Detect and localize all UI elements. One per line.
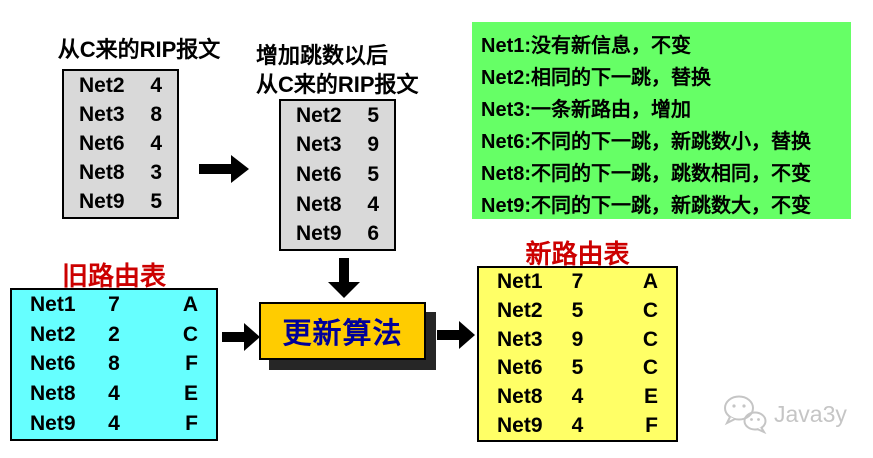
old-routing-table: Net1 7 A Net2 2 C Net6 8 F Net8 4 E Net9… <box>10 288 218 441</box>
arrow-right-icon <box>437 321 475 349</box>
table-row: Net1 7 A <box>479 270 676 294</box>
update-algorithm-box: 更新算法 <box>259 302 426 360</box>
next-hop-cell: C <box>182 322 198 346</box>
net-cell: Net9 <box>79 190 125 214</box>
table-row: Net8 4 E <box>479 385 676 409</box>
hops-cell: 9 <box>571 327 584 351</box>
wechat-icon <box>724 395 767 434</box>
net-cell: Net8 <box>30 382 76 406</box>
table-row: Net2 4 <box>64 74 177 98</box>
rule-line: Net9:不同的下一跳，新跳数大，不变 <box>481 194 812 217</box>
hops-cell: 4 <box>367 192 379 216</box>
rip-incremented-title: 增加跳数以后 从C来的RIP报文 <box>256 41 471 99</box>
net-cell: Net6 <box>497 356 543 380</box>
net-cell: Net2 <box>79 73 125 97</box>
new-routing-table: Net1 7 A Net2 5 C Net3 9 C Net6 5 C Net8… <box>477 266 678 442</box>
table-row: Net8 3 <box>64 161 177 185</box>
rule-line: Net1:没有新信息，不变 <box>481 34 692 57</box>
hops-cell: 8 <box>108 352 120 376</box>
rip-from-c-title: 从C来的RIP报文 <box>57 37 221 62</box>
table-row: Net3 8 <box>64 103 177 127</box>
next-hop-cell: F <box>185 412 198 436</box>
net-cell: Net6 <box>296 162 342 186</box>
table-row: Net6 5 C <box>479 356 676 380</box>
hops-cell: 4 <box>571 413 584 437</box>
hops-cell: 9 <box>367 133 379 157</box>
rule-line: Net2:相同的下一跳，替换 <box>481 66 712 89</box>
arrow-right-icon <box>199 155 249 183</box>
hops-cell: 4 <box>108 382 120 406</box>
net-cell: Net9 <box>497 413 543 437</box>
net-cell: Net1 <box>497 270 543 294</box>
table-row: Net1 7 A <box>12 293 216 317</box>
hops-cell: 8 <box>150 102 162 126</box>
next-hop-cell: C <box>642 356 658 380</box>
next-hop-cell: A <box>642 270 658 294</box>
rule-line: Net8:不同的下一跳，跳数相同，不变 <box>481 162 812 185</box>
net-cell: Net2 <box>296 103 342 127</box>
hops-cell: 4 <box>108 412 120 436</box>
net-cell: Net6 <box>30 352 76 376</box>
arrow-down-icon <box>328 258 360 298</box>
table-row: Net2 5 C <box>479 299 676 323</box>
next-hop-cell: C <box>642 298 658 322</box>
table-row: Net2 5 <box>281 104 394 128</box>
next-hop-cell: F <box>645 413 658 437</box>
table-row: Net2 2 C <box>12 323 216 347</box>
new-routing-table-title: 新路由表 <box>525 239 630 269</box>
net-cell: Net3 <box>79 102 125 126</box>
update-rules-panel: Net1:没有新信息，不变 Net2:相同的下一跳，替换 Net3:一条新路由，… <box>472 22 851 219</box>
net-cell: Net2 <box>30 322 76 346</box>
net-cell: Net2 <box>497 298 543 322</box>
net-cell: Net8 <box>296 192 342 216</box>
hops-cell: 7 <box>571 270 584 294</box>
rule-line: Net6:不同的下一跳，新跳数小，替换 <box>481 130 812 153</box>
hops-cell: 2 <box>108 322 120 346</box>
hops-cell: 5 <box>150 190 162 214</box>
rip-incremented-title-line1: 增加跳数以后 <box>256 43 389 68</box>
table-row: Net8 4 <box>281 193 394 217</box>
next-hop-cell: C <box>642 327 658 351</box>
rip-from-c-table: Net2 4 Net3 8 Net6 4 Net8 3 Net9 5 <box>62 69 179 219</box>
net-cell: Net8 <box>497 384 543 408</box>
table-row: Net9 4 F <box>12 412 216 436</box>
hops-cell: 4 <box>571 384 584 408</box>
hops-cell: 6 <box>367 222 379 246</box>
hops-cell: 5 <box>571 298 584 322</box>
hops-cell: 4 <box>150 73 162 97</box>
next-hop-cell: E <box>183 382 198 406</box>
net-cell: Net3 <box>296 133 342 157</box>
next-hop-cell: A <box>182 292 198 316</box>
table-row: Net6 8 F <box>12 352 216 376</box>
table-row: Net3 9 <box>281 133 394 157</box>
table-row: Net3 9 C <box>479 328 676 352</box>
next-hop-cell: F <box>185 352 198 376</box>
table-row: Net8 4 E <box>12 382 216 406</box>
table-row: Net6 4 <box>64 132 177 156</box>
hops-cell: 5 <box>367 162 379 186</box>
hops-cell: 4 <box>150 131 162 155</box>
net-cell: Net9 <box>296 222 342 246</box>
net-cell: Net6 <box>79 131 125 155</box>
rip-incremented-title-line2: 从C来的RIP报文 <box>256 72 419 97</box>
hops-cell: 3 <box>150 161 162 185</box>
table-row: Net9 4 F <box>479 414 676 438</box>
table-row: Net9 5 <box>64 190 177 214</box>
net-cell: Net8 <box>79 161 125 185</box>
hops-cell: 5 <box>571 356 584 380</box>
watermark: Java3y <box>722 394 847 434</box>
watermark-text: Java3y <box>774 400 847 427</box>
next-hop-cell: E <box>643 384 658 408</box>
table-row: Net6 5 <box>281 163 394 187</box>
arrow-right-icon <box>222 323 260 351</box>
net-cell: Net3 <box>497 327 543 351</box>
net-cell: Net1 <box>30 292 76 316</box>
hops-cell: 7 <box>108 292 120 316</box>
old-routing-table-title: 旧路由表 <box>61 261 166 291</box>
hops-cell: 5 <box>367 103 379 127</box>
net-cell: Net9 <box>30 412 76 436</box>
rule-line: Net3:一条新路由，增加 <box>481 98 692 121</box>
table-row: Net9 6 <box>281 222 394 246</box>
rip-incremented-table: Net2 5 Net3 9 Net6 5 Net8 4 Net9 6 <box>279 99 396 251</box>
